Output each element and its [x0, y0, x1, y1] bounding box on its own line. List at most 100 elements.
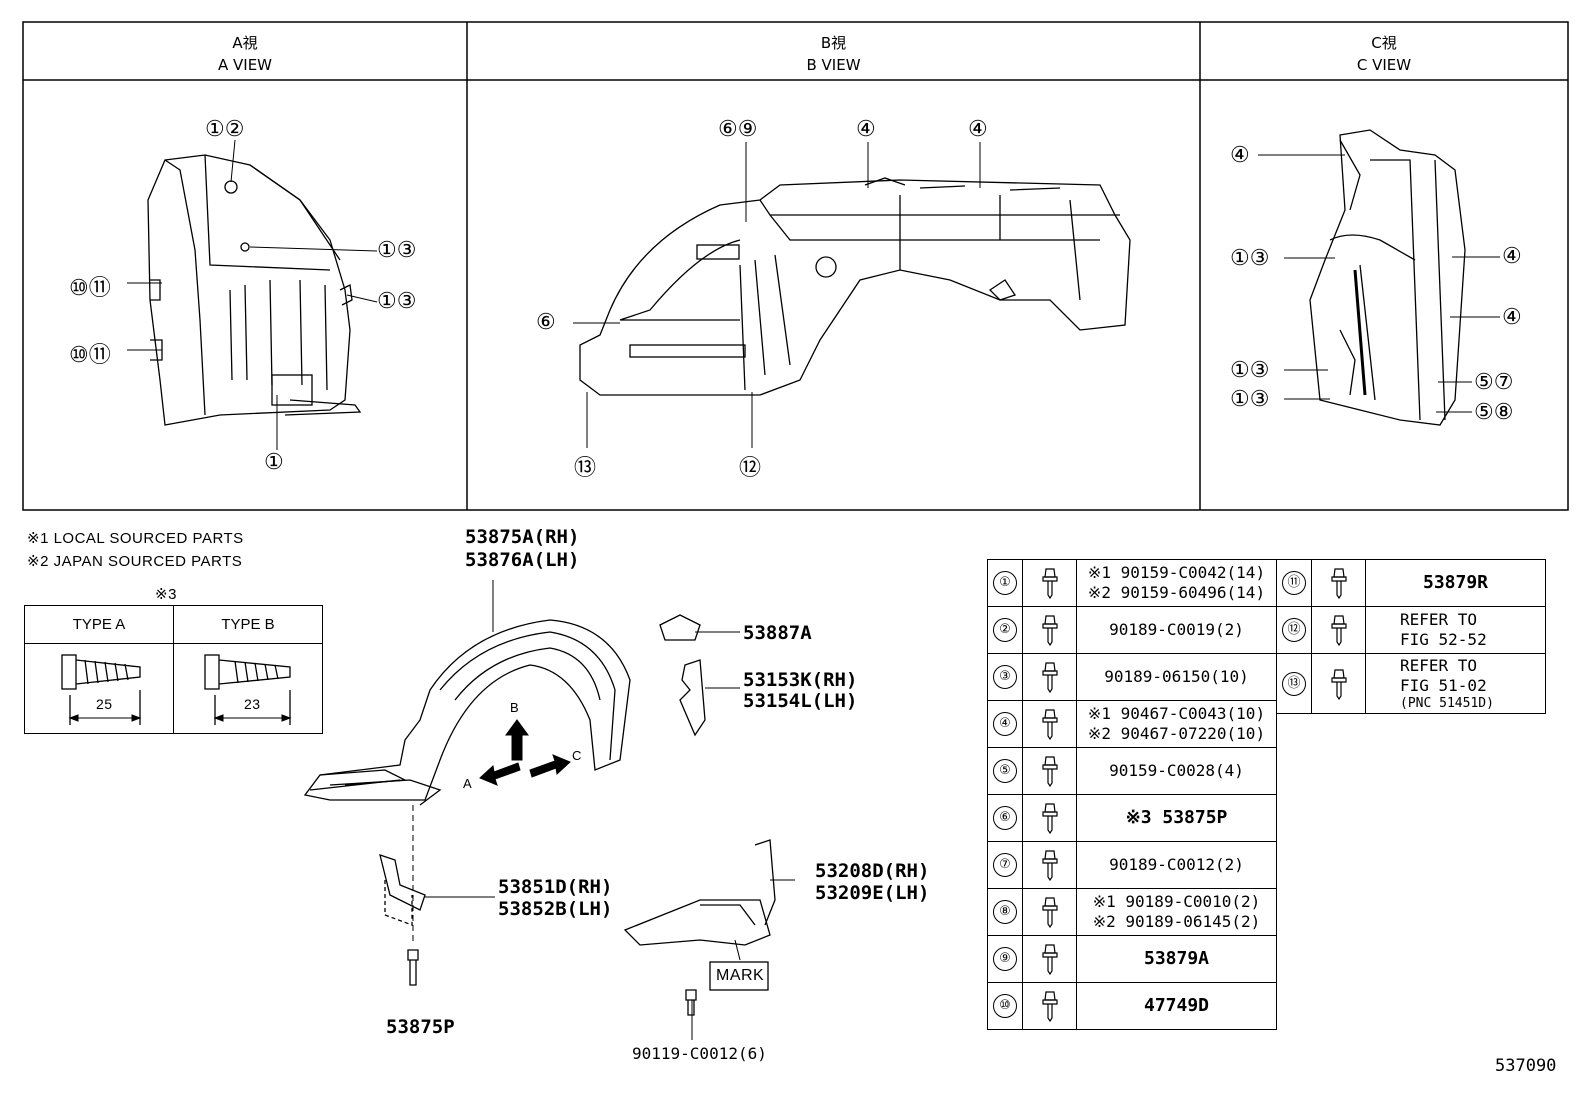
- callout-c-8: ⑤⑧: [1474, 400, 1514, 425]
- legend-item-number: ③: [993, 665, 1017, 689]
- view-a-header: A視 A VIEW: [23, 32, 467, 76]
- callout-a-5: ⑩⑪: [69, 343, 111, 368]
- part-53851d: 53851D(RH): [498, 876, 613, 898]
- callout-b-3: ④: [968, 117, 988, 142]
- callout-a-4: ⑩⑪: [69, 276, 111, 301]
- fastener-icon: [1022, 935, 1077, 983]
- legend-row: ② 90189-C0019(2): [987, 606, 1277, 654]
- legend-item-number: ⑤: [993, 759, 1017, 783]
- callout-c-6: ⑤⑦: [1474, 370, 1514, 395]
- arrow-b-label: B: [510, 700, 520, 715]
- fastener-icon: [1041, 897, 1058, 929]
- view-a-jp: A視: [232, 34, 258, 52]
- legend-item-number: ⑦: [993, 853, 1017, 877]
- callout-b-5: ⑬: [574, 456, 597, 481]
- legend-item-number: ⑬: [1282, 671, 1306, 696]
- type-a-header: TYPE A: [24, 605, 174, 644]
- legend-item-number: ④: [993, 712, 1017, 736]
- part-53887a: 53887A: [743, 622, 812, 644]
- callout-b-1: ⑥⑨: [718, 117, 758, 142]
- view-b-drawing: [579, 177, 1131, 396]
- legend-part-number: 53879R: [1422, 572, 1489, 593]
- legend-part-number: 47749D: [1143, 995, 1210, 1016]
- legend-item-number: ⑨: [993, 947, 1017, 971]
- fastener-icon: [1022, 559, 1077, 607]
- note-type-mark: ※3: [155, 586, 177, 603]
- fastener-icon: [1022, 700, 1077, 748]
- screw-type-table: TYPE A TYPE B: [24, 605, 323, 734]
- fastener-icon: [1041, 803, 1058, 835]
- legend-part-number: 90189-C0019(2): [1109, 620, 1244, 639]
- fastener-icon: [1022, 982, 1077, 1030]
- legend-part-number: ※2 90189-06145(2): [1092, 912, 1261, 931]
- part-53154l: 53154L(LH): [743, 690, 858, 712]
- fastener-icon: [1330, 668, 1347, 700]
- fastener-icon: [1022, 841, 1077, 889]
- fastener-icon: [1311, 559, 1366, 607]
- callout-a-3: ①③: [377, 289, 417, 314]
- fastener-icon: [1041, 991, 1058, 1023]
- fastener-icon: [1330, 568, 1347, 600]
- small-parts-drawings: [379, 614, 776, 1016]
- view-b-jp: B視: [820, 34, 847, 52]
- legend-row: ①※1 90159-C0042(14)※2 90159-60496(14): [987, 559, 1277, 607]
- callout-a-6: ①: [264, 450, 284, 475]
- arrow-c-label: C: [572, 748, 582, 763]
- part-53208d: 53208D(RH): [815, 860, 930, 882]
- legend-item-number: ⑥: [993, 806, 1017, 830]
- fastener-icon: [1041, 709, 1058, 741]
- note-japan-sourced: ※2 JAPAN SOURCED PARTS: [27, 553, 243, 570]
- part-liner-rh: 53875A(RH): [465, 526, 580, 548]
- view-b-header: B視 B VIEW: [467, 32, 1200, 76]
- part-liner-lh: 53876A(LH): [465, 549, 580, 571]
- fastener-icon: [1330, 615, 1347, 647]
- callout-b-4: ⑥: [536, 310, 556, 335]
- view-c-jp: C視: [1371, 34, 1397, 52]
- legend-item-number: ⑩: [993, 994, 1017, 1018]
- legend-row: ⑤ 90159-C0028(4): [987, 747, 1277, 795]
- legend-item-number: ⑧: [993, 900, 1017, 924]
- legend-row: ⑥※3 53875P: [987, 794, 1277, 842]
- callout-c-1: ④: [1230, 143, 1250, 168]
- view-a-en: A VIEW: [217, 56, 273, 74]
- fastener-icon: [1022, 606, 1077, 654]
- type-b-length: 23: [244, 696, 261, 712]
- legend-item-number: ⑪: [1282, 571, 1306, 595]
- part-53852b: 53852B(LH): [498, 898, 613, 920]
- legend-part-number: 90189-06150(10): [1104, 667, 1249, 686]
- callout-c-3: ④: [1502, 244, 1522, 269]
- type-b-header: TYPE B: [173, 605, 323, 644]
- fastener-icon: [1041, 662, 1058, 694]
- legend-part-number: REFER TO: [1400, 610, 1478, 629]
- view-a-drawing: [147, 154, 362, 426]
- legend-part-number: 53879A: [1143, 948, 1210, 969]
- legend-part-number: FIG 52-52: [1400, 630, 1487, 649]
- legend-item-number: ⑫: [1282, 618, 1306, 642]
- callout-c-5: ①③: [1230, 358, 1270, 383]
- legend-row: ⑩ 47749D: [987, 982, 1277, 1030]
- legend-part-number: ※1 90467-C0043(10): [1087, 704, 1266, 723]
- callout-c-4: ④: [1502, 305, 1522, 330]
- callout-b-6: ⑫: [739, 456, 762, 481]
- part-bolt: 90119-C0012(6): [632, 1044, 767, 1063]
- legend-part-number: 90189-C0012(2): [1109, 855, 1244, 874]
- legend-part-number: (PNC 51451D): [1400, 695, 1494, 711]
- legend-part-number: ※1 90159-C0042(14): [1087, 563, 1266, 582]
- mark-label: MARK: [716, 967, 765, 984]
- legend-row: ④※1 90467-C0043(10)※2 90467-07220(10): [987, 700, 1277, 748]
- callout-a-2: ①③: [377, 238, 417, 263]
- part-53875p: 53875P: [386, 1016, 455, 1038]
- callout-c-2: ①③: [1230, 246, 1270, 271]
- legend-item-number: ②: [993, 618, 1017, 642]
- fastener-icon: [1041, 944, 1058, 976]
- legend-row: ③ 90189-06150(10): [987, 653, 1277, 701]
- legend-part-number: FIG 51-02: [1400, 675, 1487, 695]
- part-53153k: 53153K(RH): [743, 669, 858, 691]
- fastener-icon: [1311, 653, 1366, 714]
- legend-row: ⑧※1 90189-C0010(2)※2 90189-06145(2): [987, 888, 1277, 936]
- callout-a-1: ①②: [205, 117, 245, 142]
- legend-part-number: 90159-C0028(4): [1109, 761, 1244, 780]
